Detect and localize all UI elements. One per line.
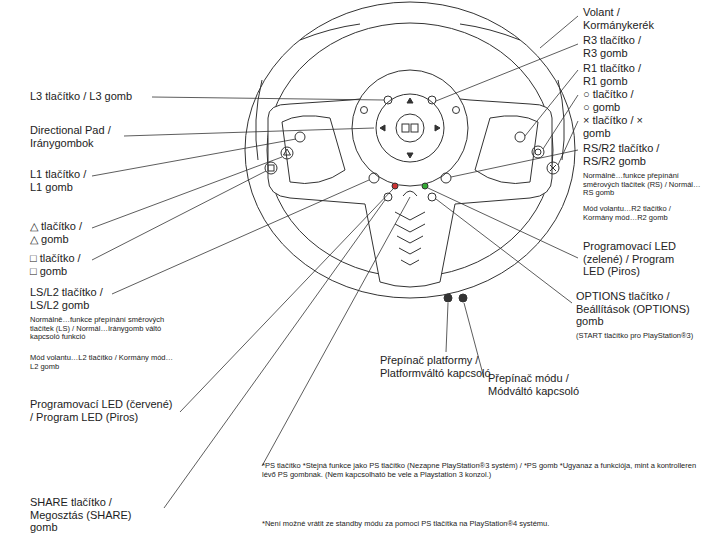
callout-wrap: Programovací LED (červené) / Program LED… — [30, 398, 178, 423]
callout-wrap: □ tlačítko / □ gomb — [30, 252, 90, 277]
callout-wrap: L3 tlačítko / L3 gomb — [30, 90, 152, 103]
callout-label: □ tlačítko / □ gomb — [30, 252, 90, 277]
note-text: Normálně…funkce přepínání směrových tlač… — [30, 316, 180, 342]
callout-wrap: OPTIONS tlačítko / Beállítások (OPTIONS)… — [576, 290, 704, 328]
callout-wrap: R3 tlačítko / R3 gomb — [583, 34, 643, 59]
callout-label: △ tlačítko / △ gomb — [30, 220, 90, 245]
callout-label: Volant / Kormánykerék — [583, 6, 693, 31]
callout-label: Přepínač platformy / Platformváltó kapcs… — [380, 354, 502, 379]
callout-wrap: Přepínač platformy / Platformváltó kapcs… — [380, 354, 502, 379]
callout-wrap: ○ tlačítko / ○ gomb — [583, 88, 643, 113]
callout-label: LS/L2 tlačítko / LS/L2 gomb — [30, 286, 110, 311]
callout-wrap: Mód volantu…L2 tlačítko / Kormány mód…L2… — [30, 354, 180, 371]
callout-wrap: Directional Pad / Iránygombok — [30, 124, 120, 149]
callout-wrap: RS/R2 tlačítko / RS/R2 gomb — [583, 142, 663, 167]
note-text: Normálně…funkce přepínání směrových tlač… — [583, 172, 703, 198]
callout-label: R1 tlačítko / R1 gomb — [583, 62, 643, 87]
callout-label: Programovací LED (zelené) / Program LED … — [583, 240, 695, 278]
callout-label: L3 tlačítko / L3 gomb — [30, 90, 152, 103]
callout-wrap: LS/L2 tlačítko / LS/L2 gomb — [30, 286, 110, 311]
note-text: Mód volantu…R2 tlačítko / Kormány mód…R2… — [583, 205, 703, 222]
callout-wrap: SHARE tlačítko / Megosztás (SHARE) gomb — [30, 496, 162, 534]
callout-wrap: (START tlačítko pro PlayStation®3) — [576, 332, 704, 341]
callout-wrap: Volant / Kormánykerék — [583, 6, 693, 31]
note-text: *Není možné vrátit ze standby módu za po… — [262, 520, 698, 529]
callout-wrap: Normálně…funkce přepínání směrových tlač… — [583, 172, 703, 198]
callout-wrap: *PS tlačítko *Stejná funkce jako PS tlač… — [262, 462, 698, 479]
callout-label: SHARE tlačítko / Megosztás (SHARE) gomb — [30, 496, 162, 534]
callout-wrap: Normálně…funkce přepínání směrových tlač… — [30, 316, 180, 342]
callout-label: Directional Pad / Iránygombok — [30, 124, 120, 149]
callout-wrap: Přepínač módu / Módváltó kapcsoló — [488, 372, 592, 397]
note-text: *PS tlačítko *Stejná funkce jako PS tlač… — [262, 462, 698, 479]
note-text: Mód volantu…L2 tlačítko / Kormány mód…L2… — [30, 354, 180, 371]
callout-wrap: △ tlačítko / △ gomb — [30, 220, 90, 245]
callout-label: ○ tlačítko / ○ gomb — [583, 88, 643, 113]
callout-label: Programovací LED (červené) / Program LED… — [30, 398, 178, 423]
note-text: (START tlačítko pro PlayStation®3) — [576, 332, 704, 341]
callout-wrap: Mód volantu…R2 tlačítko / Kormány mód…R2… — [583, 205, 703, 222]
callout-wrap: L1 tlačítko / L1 gomb — [30, 168, 88, 193]
callout-label: OPTIONS tlačítko / Beállítások (OPTIONS)… — [576, 290, 704, 328]
callout-label: × tlačítko / × gomb — [583, 114, 643, 139]
callout-label: Přepínač módu / Módváltó kapcsoló — [488, 372, 592, 397]
callout-wrap: Programovací LED (zelené) / Program LED … — [583, 240, 695, 278]
callout-wrap: × tlačítko / × gomb — [583, 114, 643, 139]
callout-label: L1 tlačítko / L1 gomb — [30, 168, 88, 193]
callout-label: R3 tlačítko / R3 gomb — [583, 34, 643, 59]
callout-label: RS/R2 tlačítko / RS/R2 gomb — [583, 142, 663, 167]
callout-wrap: *Není možné vrátit ze standby módu za po… — [262, 520, 698, 529]
callout-wrap: R1 tlačítko / R1 gomb — [583, 62, 643, 87]
